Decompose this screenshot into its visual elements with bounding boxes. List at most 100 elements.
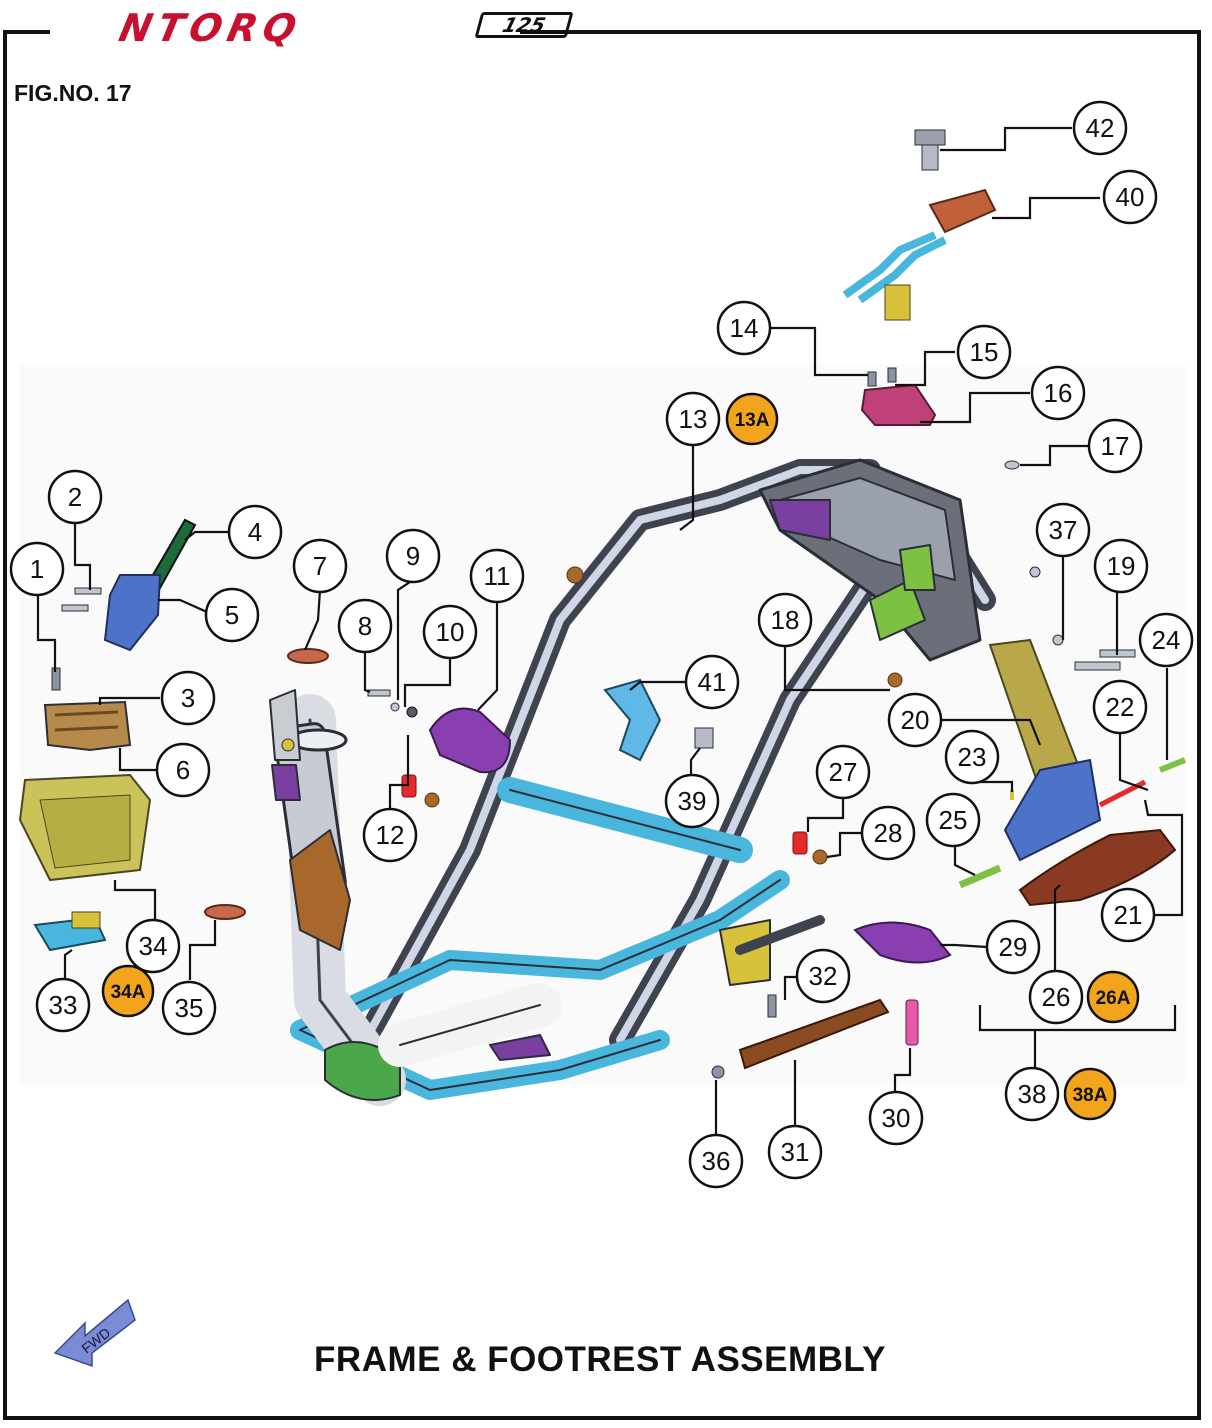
part-callout: 25	[925, 792, 981, 848]
callout-circle	[1093, 538, 1149, 594]
part-callout: 42	[1072, 100, 1128, 156]
callout-circle	[664, 773, 720, 829]
callout-number: 13	[679, 404, 708, 434]
part-callout: 19	[1093, 538, 1149, 594]
callout-circle	[1138, 612, 1194, 668]
part-bracket-3	[43, 700, 132, 752]
part-callout: 29	[985, 919, 1041, 975]
part-bolt-32	[767, 994, 777, 1018]
callout-number: 17	[1101, 431, 1130, 461]
callout-circle	[795, 948, 851, 1004]
callout-circle	[227, 504, 283, 560]
part-callout: 24	[1138, 612, 1194, 668]
callout-number: 42	[1086, 113, 1115, 143]
callout-number: 11	[484, 561, 511, 591]
part-lock-5	[103, 574, 162, 652]
callout-circle	[35, 977, 91, 1033]
part-clamp-35	[204, 904, 246, 920]
part-clamp-7	[287, 648, 329, 664]
callout-number: 33	[49, 990, 78, 1020]
callout-number: 34A	[111, 982, 146, 1003]
part-callout: 26	[1028, 969, 1084, 1025]
part-callout: 2	[47, 469, 103, 525]
part-handle-40	[842, 188, 997, 321]
callout-number: 40	[1116, 182, 1145, 212]
callout-number: 2	[68, 482, 82, 512]
callout-number: 8	[358, 611, 372, 641]
part-pin-23	[1010, 790, 1014, 800]
callout-circle	[469, 548, 525, 604]
part-spring-30	[905, 999, 919, 1046]
callout-number: 13A	[735, 410, 770, 431]
part-callout: 1	[9, 541, 65, 597]
main-frame	[269, 458, 996, 1106]
highlight-callout: 38A	[1063, 1067, 1117, 1121]
leader-lines	[36, 126, 1184, 1137]
part-callout: 34	[125, 918, 181, 974]
part-footrest-arm-20	[988, 638, 1102, 862]
part-plate-33	[33, 911, 107, 952]
callout-number: 34	[139, 931, 168, 961]
part-callout: 27	[815, 744, 871, 800]
part-callout: 38	[1004, 1066, 1060, 1122]
callout-circle	[925, 792, 981, 848]
part-callout: 6	[155, 742, 211, 798]
callout-circle	[887, 692, 943, 748]
part-callout: 30	[868, 1090, 924, 1146]
part-callout: 31	[767, 1124, 823, 1180]
callout-circle	[684, 654, 740, 710]
callout-circle	[1028, 969, 1084, 1025]
callout-number: 21	[1114, 900, 1143, 930]
part-callout: 20	[887, 692, 943, 748]
callout-circle	[716, 300, 772, 356]
callout-circle	[362, 807, 418, 863]
callout-labels: 1234567891011121314151617181920212223242…	[9, 100, 1194, 1189]
callout-circle	[665, 391, 721, 447]
part-callout: 13	[665, 391, 721, 447]
callout-circle	[47, 469, 103, 525]
callout-number: 6	[176, 755, 190, 785]
callout-number: 38A	[1073, 1085, 1108, 1106]
callout-circle	[985, 919, 1041, 975]
callout-number: 1	[30, 554, 44, 584]
part-callout: 33	[35, 977, 91, 1033]
callout-number: 26	[1042, 982, 1071, 1012]
part-pin-25	[958, 864, 1002, 889]
callout-circle	[385, 528, 441, 584]
forward-direction-arrow-icon: FWD	[53, 1298, 136, 1368]
part-footrest-11	[428, 707, 512, 774]
part-bolt-2	[61, 587, 102, 612]
callout-circle	[1102, 169, 1158, 225]
part-callout: 40	[1102, 169, 1158, 225]
callout-circle	[204, 587, 260, 643]
callout-number: 28	[874, 818, 903, 848]
callout-circle	[1087, 418, 1143, 474]
callout-circle	[161, 980, 217, 1036]
part-callout: 18	[757, 592, 813, 648]
part-spring-27	[792, 831, 808, 855]
callout-circle	[767, 1124, 823, 1180]
callout-circle	[1100, 887, 1156, 943]
part-nut-36	[711, 1065, 725, 1079]
callout-circle	[422, 604, 478, 660]
callout-number: 20	[901, 705, 930, 735]
part-washer-9	[390, 702, 400, 712]
part-callout: 7	[292, 538, 348, 594]
callout-circle	[815, 744, 871, 800]
part-pin-24	[1158, 757, 1187, 773]
part-side-stand-31	[738, 998, 890, 1070]
part-callout: 15	[956, 324, 1012, 380]
part-callout: 16	[1030, 365, 1086, 421]
part-callout: 21	[1100, 887, 1156, 943]
callout-number: 12	[376, 820, 405, 850]
callout-number: 39	[678, 786, 707, 816]
callout-number: 4	[248, 517, 262, 547]
callout-circle	[757, 592, 813, 648]
callout-number: 31	[781, 1137, 810, 1167]
callout-number: 41	[698, 667, 727, 697]
diagram-border	[3, 30, 1201, 1420]
callout-number: 38	[1018, 1079, 1047, 1109]
callout-number: 36	[702, 1146, 731, 1176]
part-callout: 22	[1092, 679, 1148, 735]
